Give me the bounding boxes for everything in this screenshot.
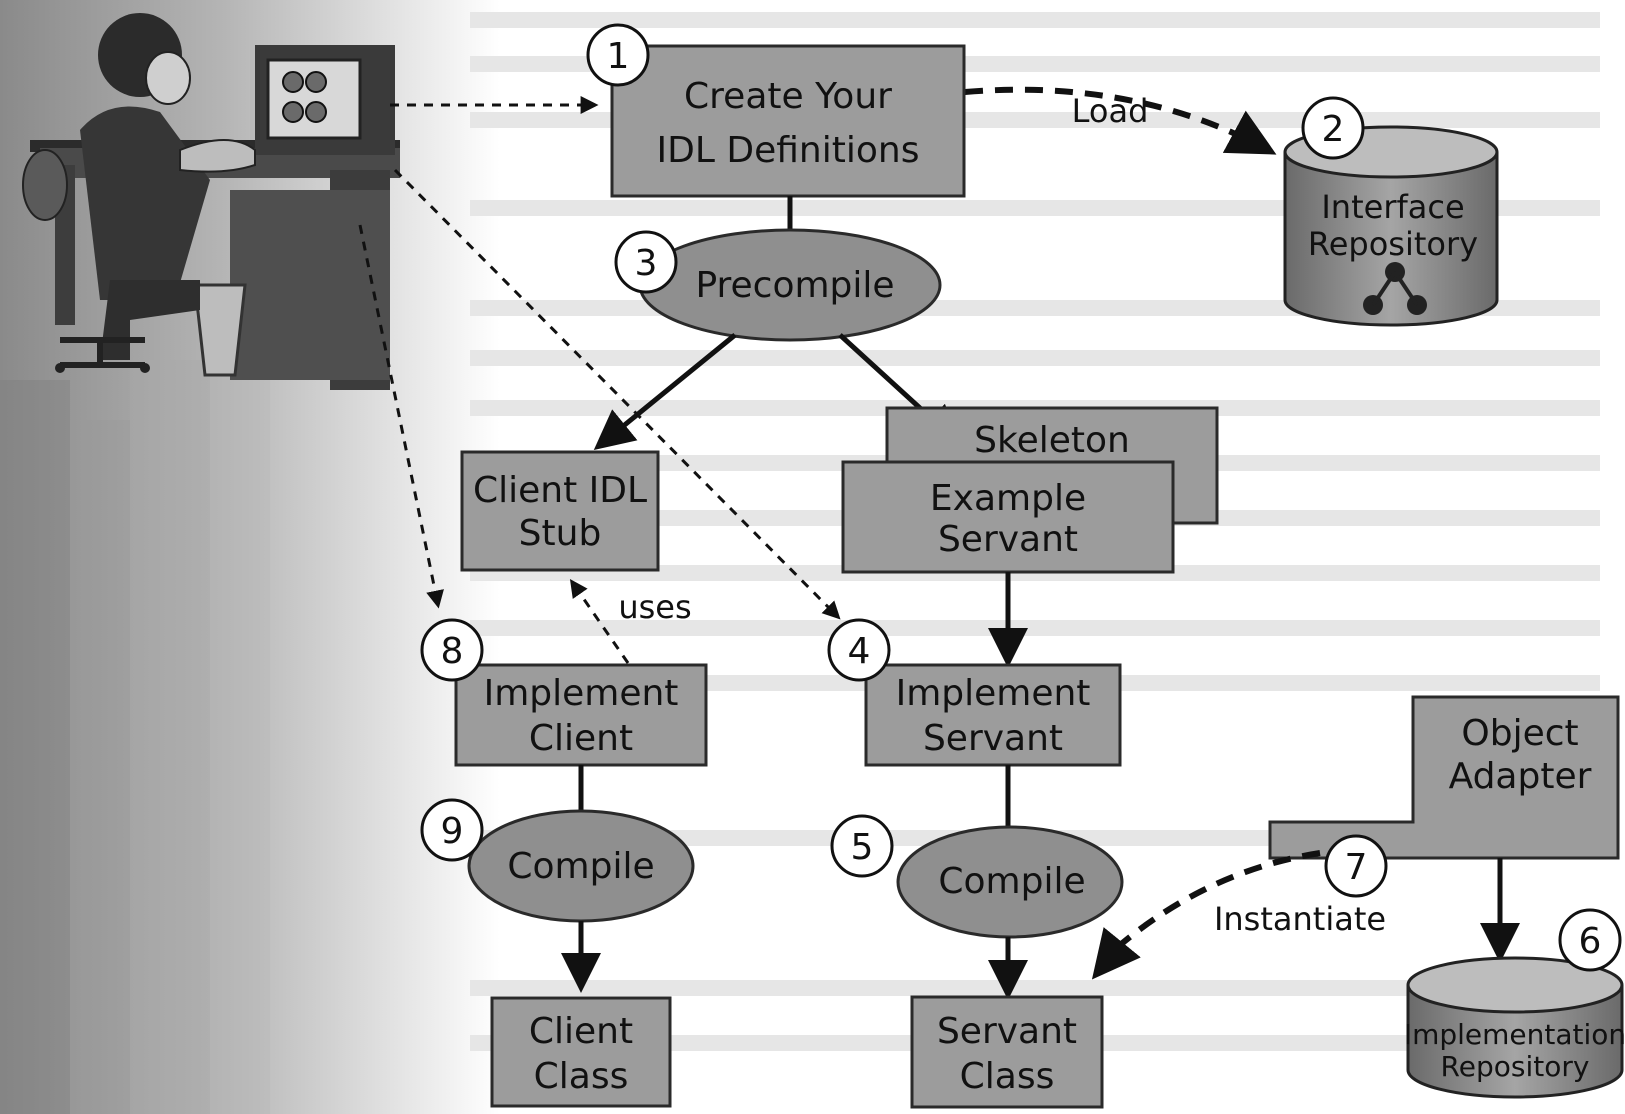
client-class-label-line2: Class (534, 1056, 629, 1097)
implement-servant-label-line2: Servant (923, 718, 1063, 759)
step-5-badge (830, 814, 894, 878)
create-idl-label-line2: IDL Definitions (657, 130, 920, 171)
step-6-number: 6 (1579, 921, 1602, 962)
step-8-badge (420, 618, 484, 682)
step-4-badge (827, 618, 891, 682)
compile-client-label: Compile (507, 846, 654, 887)
implement-servant-box (864, 663, 1122, 767)
step-2-number: 2 (1322, 109, 1345, 150)
step-9-badge (420, 798, 484, 862)
step-8-number: 8 (441, 631, 464, 672)
compile-servant-label: Compile (938, 861, 1085, 902)
step-4-number: 4 (848, 631, 871, 672)
step-5-number: 5 (851, 827, 874, 868)
edge-label-instantiate: Instantiate (1214, 900, 1386, 938)
implement-client-label-line1: Implement (484, 673, 679, 714)
implementation-repository-cylinder (1406, 956, 1624, 1099)
interface-repository-cylinder (1283, 125, 1499, 327)
servant-class-box (910, 995, 1104, 1109)
step-9-number: 9 (441, 811, 464, 852)
background-shading (0, 0, 500, 1114)
client-class-box (490, 996, 672, 1108)
client-class-label-line1: Client (529, 1011, 633, 1052)
interface-repository-label-line1: Interface (1321, 188, 1464, 226)
servant-class-label-line2: Class (960, 1056, 1055, 1097)
implementation-repository-label-line2: Repository (1441, 1050, 1590, 1083)
example-servant-label-line1: Example (930, 478, 1086, 519)
implementation-repository-label-line1: Implementation (1404, 1018, 1625, 1051)
step-1-badge (586, 23, 650, 87)
step-7-number: 7 (1345, 847, 1368, 888)
step-1-number: 1 (607, 36, 630, 77)
implement-client-label-line2: Client (529, 718, 633, 759)
client-stub-label-line1: Client IDL (473, 470, 647, 511)
servant-class-label-line1: Servant (937, 1011, 1077, 1052)
create-idl-label-line1: Create Your (684, 76, 892, 117)
edge-label-uses: uses (618, 588, 691, 626)
edge-label-load: Load (1072, 92, 1149, 130)
object-adapter-label-line1: Object (1461, 713, 1578, 754)
client-idl-stub-box (460, 450, 660, 572)
edge-developer-to-implement-client (358, 224, 444, 609)
implement-servant-label-line1: Implement (896, 673, 1091, 714)
step-3-number: 3 (635, 243, 658, 284)
background-texture (0, 300, 270, 1114)
object-adapter-label-line2: Adapter (1449, 756, 1592, 797)
developer-at-computer-illustration (22, 13, 400, 390)
edge-precompile-to-client-stub (593, 333, 737, 451)
step-7-badge (1324, 834, 1388, 898)
example-servant-label-line2: Servant (938, 519, 1078, 560)
example-servant-box (841, 460, 1175, 574)
interface-repository-label-line2: Repository (1308, 225, 1478, 263)
object-adapter-shape (1268, 695, 1620, 860)
skeleton-label: Skeleton (974, 420, 1130, 461)
step-2-badge (1301, 96, 1365, 160)
precompile-label: Precompile (695, 265, 894, 306)
step-6-badge (1558, 908, 1622, 972)
edge-load (964, 86, 1277, 155)
edge-developer-to-implement-servant (393, 168, 841, 620)
create-idl-box (610, 44, 966, 198)
step-3-badge (614, 230, 678, 294)
client-stub-label-line2: Stub (519, 513, 602, 554)
